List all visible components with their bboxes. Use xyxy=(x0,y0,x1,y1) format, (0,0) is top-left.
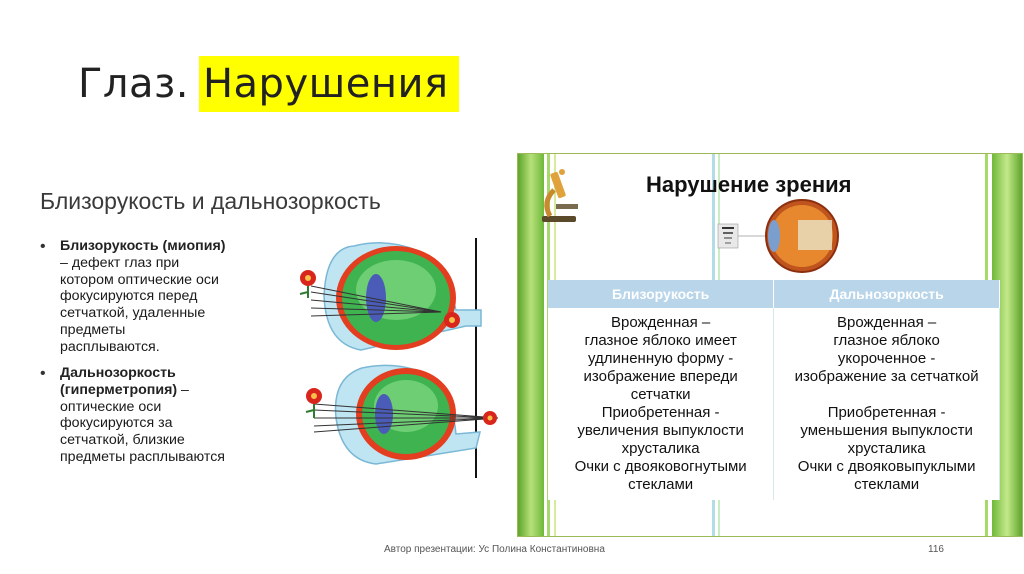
title-plain: Глаз. xyxy=(78,61,189,107)
myopia-term: Близорукость (миопия) xyxy=(60,238,226,254)
left-panel: Близорукость и дальнозоркость • Близорук… xyxy=(28,160,508,490)
vision-disorders-panel: Нарушение зрения Близорукость Дальнозорк… xyxy=(517,153,1023,537)
cell-line: изображение за сетчаткой xyxy=(794,368,979,385)
left-stripe-decoration xyxy=(518,154,544,536)
table-header-row: Близорукость Дальнозоркость xyxy=(548,280,1000,308)
cell-line: хрусталика xyxy=(847,440,926,457)
hyperopia-line: сетчаткой, близкие xyxy=(60,432,185,449)
cell-line: сетчатки xyxy=(630,386,691,403)
myopia-line: сетчаткой, удаленные xyxy=(60,305,206,322)
bullet-dot: • xyxy=(40,238,46,255)
myopia-line: предметы xyxy=(60,321,126,338)
cell-line: Очки с двояковогнутыми xyxy=(574,458,747,475)
footer-author: Автор презентации: Ус Полина Константино… xyxy=(384,544,605,555)
cell-line: стеклами xyxy=(854,476,920,493)
cell-line: Приобретенная - xyxy=(601,404,720,421)
hyperopia-line: предметы расплываются xyxy=(60,448,225,465)
slide-title: Глаз. Нарушения xyxy=(78,56,459,112)
myopia-line: – дефект глаз при xyxy=(60,254,180,271)
cell-line: стеклами xyxy=(628,476,694,493)
cell-line: хрусталика xyxy=(621,440,700,457)
cell-line: Врожденная – xyxy=(837,314,937,331)
hyperopia-line: оптические оси xyxy=(60,398,162,415)
bullet-myopia: Близорукость (миопия) – дефект глаз при … xyxy=(60,238,300,356)
hyperopia-term-1: Дальнозоркость xyxy=(60,365,176,381)
cell-line: Врожденная – xyxy=(611,314,711,331)
cell-line: Приобретенная - xyxy=(827,404,946,421)
bullet-hyperopia: Дальнозоркость (гиперметропия) – оптичес… xyxy=(60,365,300,466)
hyperopia-term-2: (гиперметропия) xyxy=(60,381,178,398)
cell-line xyxy=(778,386,995,404)
cell-line: глазное яблоко xyxy=(833,332,940,349)
hyperopia-dash: – xyxy=(177,381,189,398)
hyperopia-cell: Врожденная – глазное яблоко укороченное … xyxy=(773,308,1000,500)
cell-line: уменьшения выпуклости xyxy=(800,422,973,439)
bullet-dot: • xyxy=(40,365,46,382)
left-heading: Близорукость и дальнозоркость xyxy=(40,188,381,214)
comparison-table: Близорукость Дальнозоркость Врожденная –… xyxy=(548,280,1000,500)
cell-line: глазное яблоко имеет xyxy=(584,332,737,349)
myopia-line: котором оптические оси xyxy=(60,271,219,288)
header-myopia: Близорукость xyxy=(548,280,775,308)
right-heading: Нарушение зрения xyxy=(646,172,852,197)
cell-line: изображение впереди xyxy=(583,368,738,385)
table-row: Врожденная – глазное яблоко имеет удлине… xyxy=(548,308,1000,500)
page-number: 116 xyxy=(928,544,944,555)
myopia-eye-diagram xyxy=(299,242,482,351)
myopia-line: фокусируются перед xyxy=(60,288,198,305)
hyperopia-eye-diagram xyxy=(305,364,499,465)
cell-line: Очки с двояковыпуклыми xyxy=(797,458,976,475)
eye-with-chart-icon xyxy=(717,199,839,273)
header-hyperopia: Дальнозоркость xyxy=(773,280,1000,308)
cell-line: увеличения выпуклости xyxy=(577,422,744,439)
title-highlight: Нарушения xyxy=(198,56,459,112)
cell-line: укороченное - xyxy=(837,350,936,367)
myopia-line: расплываются. xyxy=(60,338,160,355)
eye-diagrams xyxy=(299,238,499,478)
cell-line: удлиненную форму - xyxy=(588,350,734,367)
hyperopia-line: фокусируются за xyxy=(60,415,173,432)
myopia-cell: Врожденная – глазное яблоко имеет удлине… xyxy=(548,308,775,500)
microscope-icon xyxy=(542,169,578,222)
